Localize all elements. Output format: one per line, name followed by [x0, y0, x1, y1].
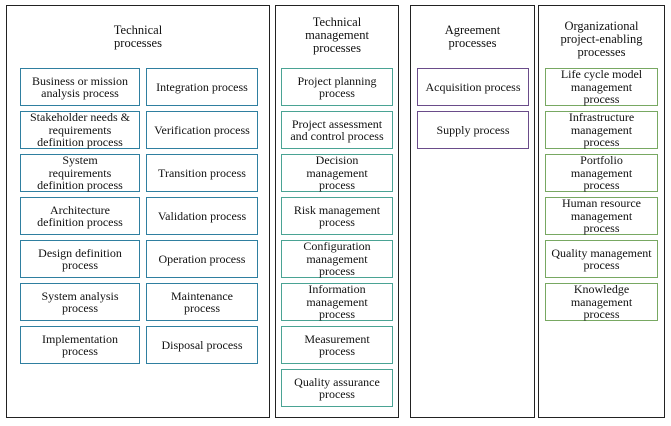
process-knowledge-management: Knowledge management process	[545, 283, 658, 321]
process-acquisition: Acquisition process	[417, 68, 529, 106]
process-disposal: Disposal process	[146, 326, 258, 364]
process-project-assessment-control: Project assessment and control process	[281, 111, 393, 149]
group-title-agreement: Agreement processes	[444, 23, 501, 50]
process-integration: Integration process	[146, 68, 258, 106]
agreement-processes-group: Agreement processes Acquisition process …	[410, 5, 535, 418]
process-decision-management: Decision management process	[281, 154, 393, 192]
process-architecture-definition: Architecture definition process	[20, 197, 140, 235]
process-infrastructure-management: Infrastructure management process	[545, 111, 658, 149]
technical-processes-group: Technical processes Business or mission …	[6, 5, 270, 418]
process-maintenance: Maintenance process	[146, 283, 258, 321]
process-portfolio-management: Portfolio management process	[545, 154, 658, 192]
process-project-planning: Project planning process	[281, 68, 393, 106]
group-title-management: Technical management processes	[305, 15, 369, 55]
process-quality-assurance: Quality assurance process	[281, 369, 393, 407]
process-configuration-management: Configuration management process	[281, 240, 393, 278]
group-title-organizational: Organizational project-enabling processe…	[560, 19, 643, 59]
process-verification: Verification process	[146, 111, 258, 149]
process-quality-management: Quality management process	[545, 240, 658, 278]
process-operation: Operation process	[146, 240, 258, 278]
organizational-processes-group: Organizational project-enabling processe…	[538, 5, 665, 418]
process-business-mission-analysis: Business or mission analysis process	[20, 68, 140, 106]
process-system-requirements-definition: System requirements definition process	[20, 154, 140, 192]
process-life-cycle-model-management: Life cycle model management process	[545, 68, 658, 106]
process-implementation: Implementation process	[20, 326, 140, 364]
process-risk-management: Risk management process	[281, 197, 393, 235]
process-information-management: Information management process	[281, 283, 393, 321]
process-measurement: Measurement process	[281, 326, 393, 364]
process-system-analysis: System analysis process	[20, 283, 140, 321]
process-transition: Transition process	[146, 154, 258, 192]
process-validation: Validation process	[146, 197, 258, 235]
technical-management-processes-group: Technical management processes Project p…	[275, 5, 399, 418]
process-human-resource-management: Human resource management process	[545, 197, 658, 235]
process-stakeholder-needs-requirements: Stakeholder needs & requirements definit…	[20, 111, 140, 149]
group-title-technical: Technical processes	[113, 23, 163, 50]
process-design-definition: Design definition process	[20, 240, 140, 278]
process-supply: Supply process	[417, 111, 529, 149]
